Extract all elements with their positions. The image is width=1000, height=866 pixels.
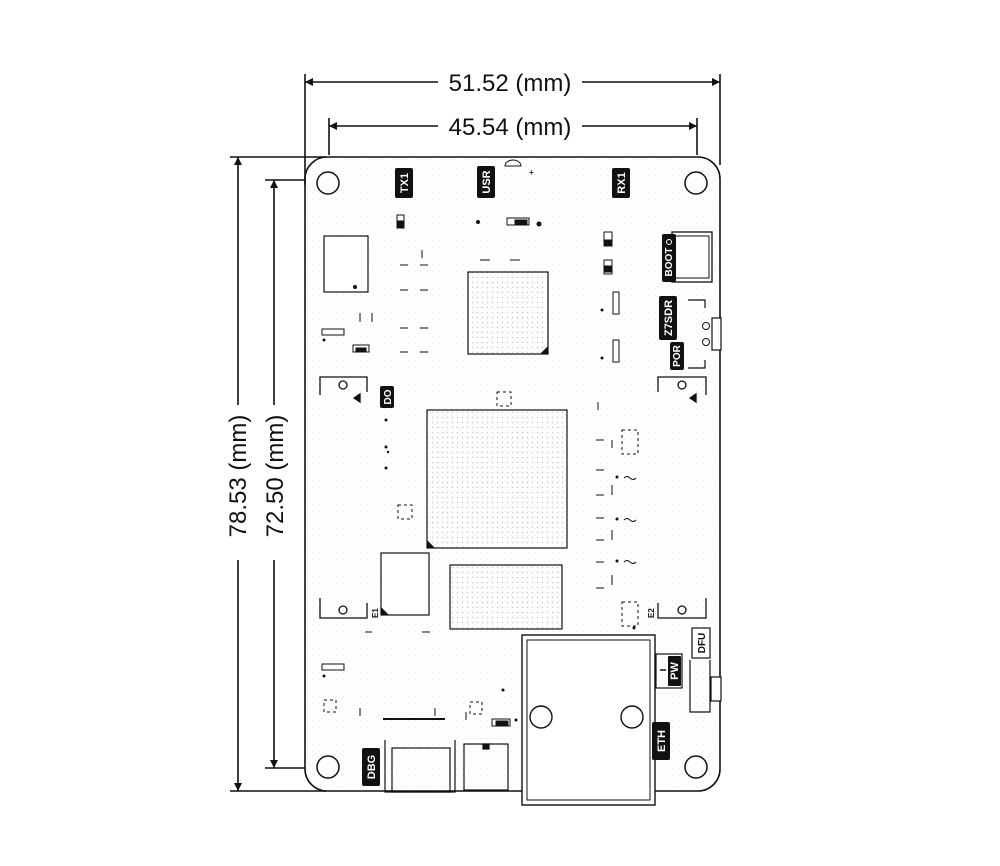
right-passive-dots xyxy=(615,475,636,630)
inner-width-label: 45.54 (mm) xyxy=(449,114,572,141)
mounting-hole-tl xyxy=(316,171,340,195)
memory-chip-right xyxy=(449,564,563,630)
dfu-label: DFU xyxy=(697,633,708,654)
svg-text:DBG: DBG xyxy=(366,755,378,779)
right-expansion-header xyxy=(657,376,707,619)
left-top-chip xyxy=(323,235,369,293)
mounting-holes xyxy=(316,171,708,779)
e2-label: E2 xyxy=(647,608,656,618)
por-button: POR xyxy=(670,299,722,370)
svg-text:PW: PW xyxy=(669,662,681,680)
z7sdr-label: Z7SDR xyxy=(659,296,677,340)
led-label-tx1: TX1 xyxy=(395,168,413,198)
mounting-hole-br xyxy=(684,755,708,779)
main-fpga xyxy=(426,409,568,549)
svg-text:Z7SDR: Z7SDR xyxy=(663,300,675,336)
svg-text:RX1: RX1 xyxy=(616,172,628,193)
boot-connector: BOOT xyxy=(662,231,713,283)
e1-label: E1 xyxy=(371,608,380,618)
svg-text:USR: USR xyxy=(481,170,493,193)
eth-label: ETH xyxy=(652,722,670,760)
outer-width-label: 51.52 (mm) xyxy=(449,70,572,97)
dimension-arrows xyxy=(234,78,720,791)
top-notch-mark xyxy=(504,159,522,167)
mounting-hole-bl xyxy=(316,755,340,779)
dbg-label: DBG xyxy=(362,748,380,786)
svg-text:DO: DO xyxy=(383,389,394,404)
dbg-usb-connector xyxy=(383,718,509,793)
lower-left-components xyxy=(321,631,511,727)
memory-chip-left xyxy=(380,552,430,616)
dfu-button: DFU xyxy=(689,627,722,713)
boot-label: BOOT xyxy=(664,248,675,277)
outer-height-label: 78.53 (mm) xyxy=(225,415,252,538)
svg-text:ETH: ETH xyxy=(656,730,668,752)
led-footprints xyxy=(396,214,613,275)
processor-chip xyxy=(467,271,549,355)
inner-height-label: 72.50 (mm) xyxy=(262,415,289,538)
right-passives xyxy=(596,402,639,627)
led-label-usr: USR xyxy=(477,166,495,198)
passive-dots xyxy=(322,308,604,470)
passive-components xyxy=(321,250,620,520)
do-label: DO xyxy=(380,386,394,408)
pw-label: PW xyxy=(655,653,683,689)
por-label: POR xyxy=(672,344,683,366)
plus-mark: + xyxy=(529,168,534,177)
led-label-rx1: RX1 xyxy=(612,168,630,198)
svg-text:TX1: TX1 xyxy=(399,173,411,193)
left-expansion-header xyxy=(319,376,368,619)
mounting-hole-tr xyxy=(684,171,708,195)
ethernet-connector xyxy=(521,634,656,806)
